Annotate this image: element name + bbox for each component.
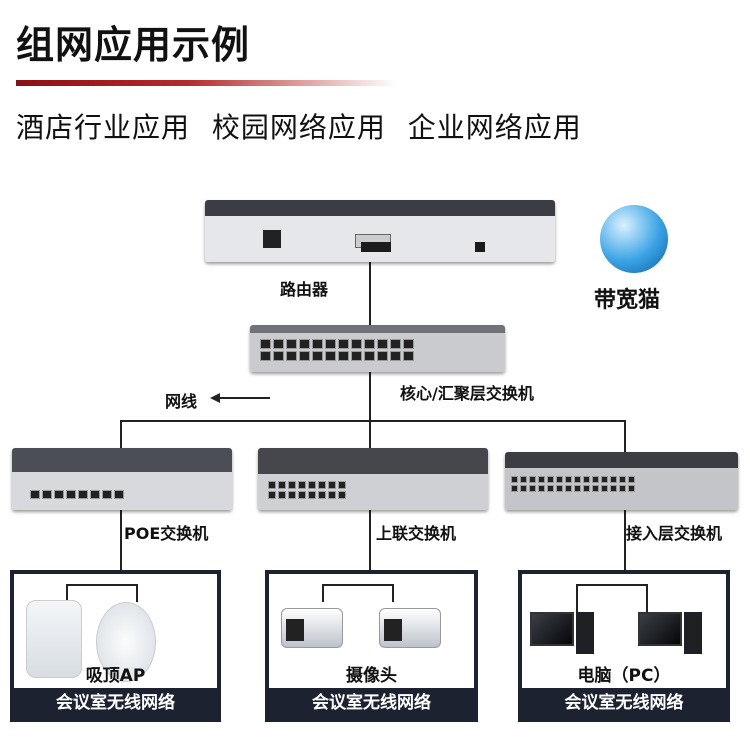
drop-line-mid bbox=[369, 510, 371, 572]
cable-label: 网线 bbox=[165, 392, 198, 411]
globe-icon bbox=[600, 205, 668, 273]
ceiling-ap-round-icon bbox=[96, 602, 156, 682]
branch-line-left bbox=[120, 420, 122, 448]
access-switch-device bbox=[505, 452, 738, 510]
modem-label: 带宽猫 bbox=[594, 288, 661, 313]
page-subtitle: 酒店行业应用 校园网络应用 企业网络应用 bbox=[16, 111, 582, 144]
endpoint-name: 吸顶AP bbox=[85, 666, 146, 686]
pc-tower-icon bbox=[684, 612, 702, 654]
core-trunk-line bbox=[369, 372, 371, 448]
endpoint-footer: 会议室无线网络 bbox=[14, 688, 217, 718]
monitor-icon bbox=[530, 612, 574, 646]
camera-icon bbox=[281, 608, 343, 648]
branch-line-right bbox=[624, 420, 626, 452]
camera-icon bbox=[379, 608, 441, 648]
drop-line-left bbox=[120, 510, 122, 572]
pc-tower-icon bbox=[576, 612, 594, 654]
monitor-icon bbox=[638, 612, 682, 646]
core-switch-device bbox=[250, 325, 505, 372]
router-label: 路由器 bbox=[280, 280, 329, 299]
ceiling-ap-square-icon bbox=[26, 600, 82, 678]
arrow-icon bbox=[218, 397, 270, 399]
title-underline bbox=[16, 80, 396, 86]
access-switch-label: 接入层交换机 bbox=[626, 524, 723, 543]
endpoint-footer: 会议室无线网络 bbox=[522, 688, 726, 718]
core-switch-label: 核心/汇聚层交换机 bbox=[400, 384, 534, 403]
poe-switch-device bbox=[12, 448, 232, 510]
endpoint-footer: 会议室无线网络 bbox=[269, 688, 474, 718]
camera-box: 摄像头 会议室无线网络 bbox=[265, 570, 478, 722]
ap-box: 吸顶AP 会议室无线网络 bbox=[10, 570, 221, 722]
distribution-line bbox=[120, 420, 626, 422]
pc-box: 电脑（PC） 会议室无线网络 bbox=[518, 570, 730, 722]
page-title: 组网应用示例 bbox=[16, 23, 251, 67]
router-device bbox=[205, 200, 555, 262]
drop-line-right bbox=[624, 510, 626, 572]
endpoint-name: 摄像头 bbox=[346, 666, 397, 686]
endpoint-name: 电脑（PC） bbox=[577, 666, 671, 686]
uplink-switch-label: 上联交换机 bbox=[376, 524, 457, 543]
arrow-head-icon bbox=[210, 393, 220, 403]
router-core-line bbox=[369, 262, 371, 326]
poe-switch-label: POE交换机 bbox=[124, 524, 209, 543]
uplink-switch-device bbox=[258, 448, 488, 510]
